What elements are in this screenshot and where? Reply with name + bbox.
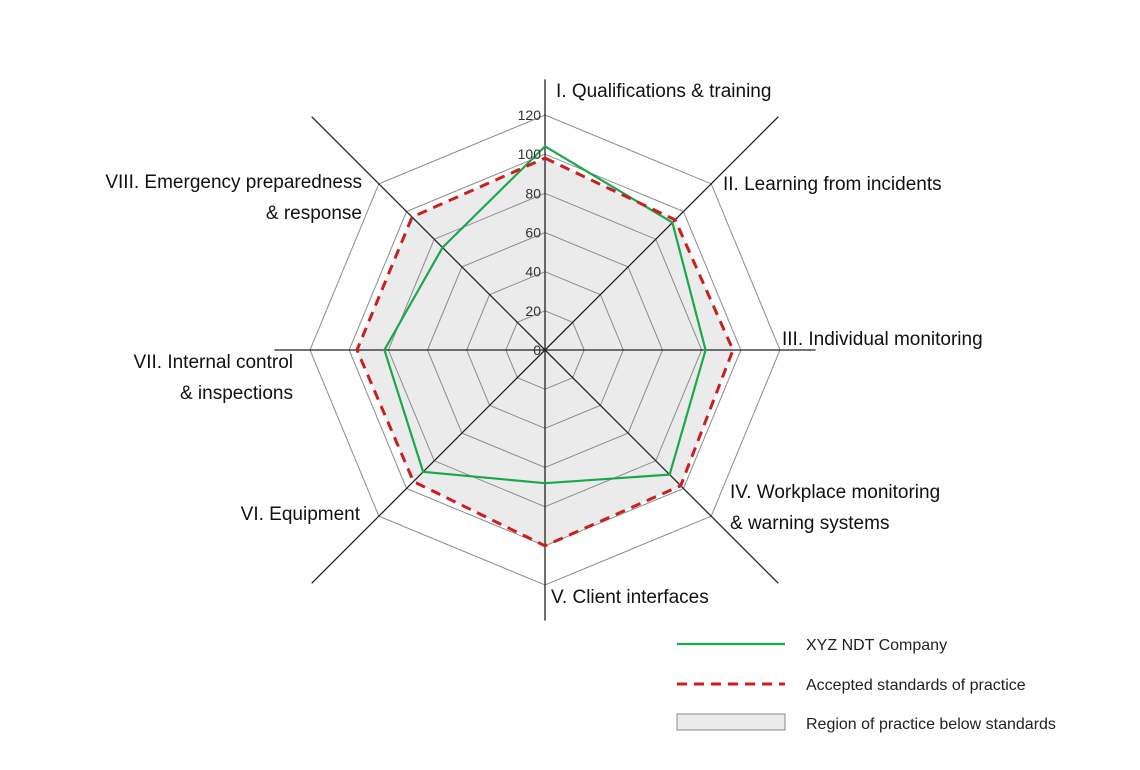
axis-spoke-6 bbox=[311, 349, 546, 584]
legend-label-region: Region of practice below standards bbox=[806, 716, 1056, 733]
radial-tick-label: 100 bbox=[518, 146, 542, 162]
category-label-2: II. Learning from incidents bbox=[723, 174, 942, 195]
legend-label-series-2: Accepted standards of practice bbox=[806, 677, 1026, 694]
category-label-5: V. Client interfaces bbox=[551, 587, 709, 608]
axis-spoke-2 bbox=[544, 116, 779, 351]
radar-axes bbox=[274, 79, 816, 621]
axis-spoke-4 bbox=[544, 349, 779, 584]
category-label-1: I. Qualifications & training bbox=[556, 81, 771, 102]
category-label-3: III. Individual monitoring bbox=[782, 329, 983, 350]
radial-tick-label: 80 bbox=[525, 185, 541, 201]
axis-spoke-8 bbox=[311, 116, 546, 351]
radial-tick-label: 120 bbox=[518, 107, 542, 123]
radial-tick-labels: 0 20 40 60 80 100 120 bbox=[518, 107, 542, 358]
legend-swatch-region bbox=[676, 713, 786, 731]
category-label-4: IV. Workplace monitoring& warning system… bbox=[730, 482, 940, 534]
radar-series bbox=[355, 144, 735, 548]
radial-tick-label: 60 bbox=[525, 225, 541, 241]
category-label-8: VIII. Emergency preparedness& response bbox=[105, 172, 362, 224]
radial-tick-label: 20 bbox=[525, 303, 541, 319]
radial-tick-label: 0 bbox=[533, 342, 541, 358]
series-line-2 bbox=[355, 156, 735, 548]
series-line-1 bbox=[383, 144, 707, 485]
category-label-7: VII. Internal control& inspections bbox=[134, 352, 293, 404]
legend-label-series-1: XYZ NDT Company bbox=[806, 637, 947, 654]
radial-tick-label: 40 bbox=[525, 264, 541, 280]
category-label-6: VI. Equipment bbox=[241, 504, 361, 525]
